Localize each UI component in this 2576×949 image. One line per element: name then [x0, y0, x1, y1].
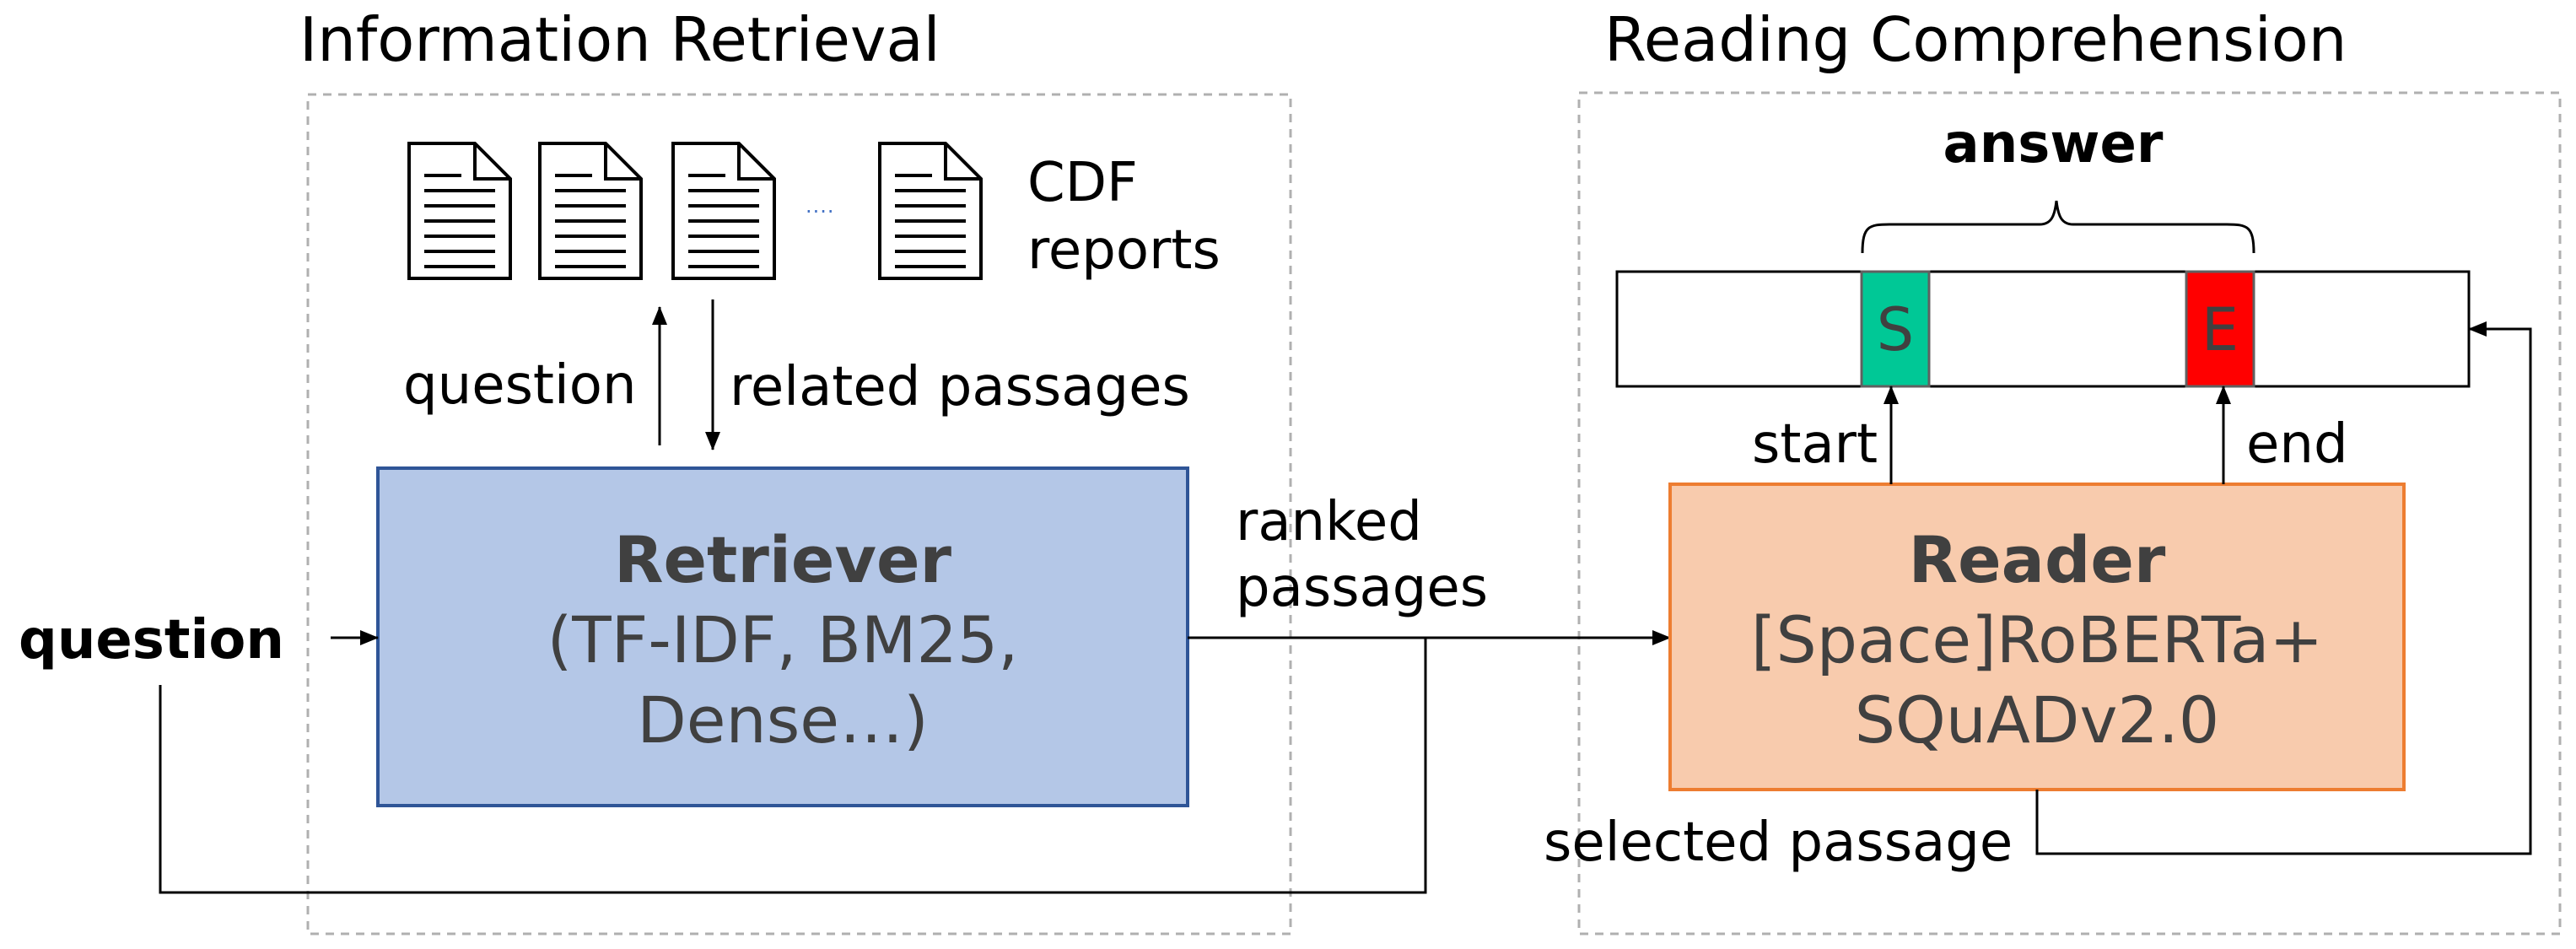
information-retrieval-section: [306, 93, 1292, 936]
selected-passage-line: [2035, 321, 2532, 855]
selected-passage-label: selected passage: [1544, 812, 2013, 874]
document-icon-2: [538, 142, 643, 280]
document-icon-4: [878, 142, 983, 280]
question-up-label: question: [403, 354, 637, 417]
start-token: [1860, 270, 1931, 388]
answer-brace: [1861, 200, 2255, 254]
cdf-reports-label-line1: CDF: [1027, 152, 1138, 214]
question-input-label: question: [19, 609, 284, 671]
document-icon-3: [671, 142, 776, 280]
end-token-label: E: [2201, 295, 2239, 364]
retriever-box: [376, 466, 1189, 807]
end-label: end: [2246, 413, 2348, 476]
reader-box: [1668, 483, 2406, 791]
retriever-line2: Dense…): [637, 682, 928, 758]
start-label: start: [1752, 413, 1878, 476]
reader-title: Reader: [1909, 522, 2166, 597]
start-token-label: S: [1877, 295, 1914, 364]
question-bypass-line: [159, 638, 1427, 894]
retriever-line1: (TF-IDF, BM25,: [547, 602, 1019, 677]
cdf-reports-label-line2: reports: [1027, 219, 1221, 282]
reader-line2: SQuADv2.0: [1855, 682, 2220, 758]
reader-line1: [Space]RoBERTa+: [1751, 602, 2323, 677]
reading-comprehension-section: [1577, 91, 2562, 936]
documents-ellipsis: ....: [806, 194, 835, 218]
ranked-passages-label-line2: passages: [1236, 557, 1488, 619]
document-icon-1: [407, 142, 512, 280]
retriever-title: Retriever: [614, 522, 952, 597]
section-title-information-retrieval: Information Retrieval: [299, 4, 940, 75]
answer-label: answer: [1943, 113, 2164, 175]
section-title-reading-comprehension: Reading Comprehension: [1604, 4, 2347, 75]
related-passages-label: related passages: [730, 356, 1190, 418]
ranked-passages-label-line1: ranked: [1236, 491, 1422, 553]
passage-token-bar: [1615, 270, 2471, 388]
